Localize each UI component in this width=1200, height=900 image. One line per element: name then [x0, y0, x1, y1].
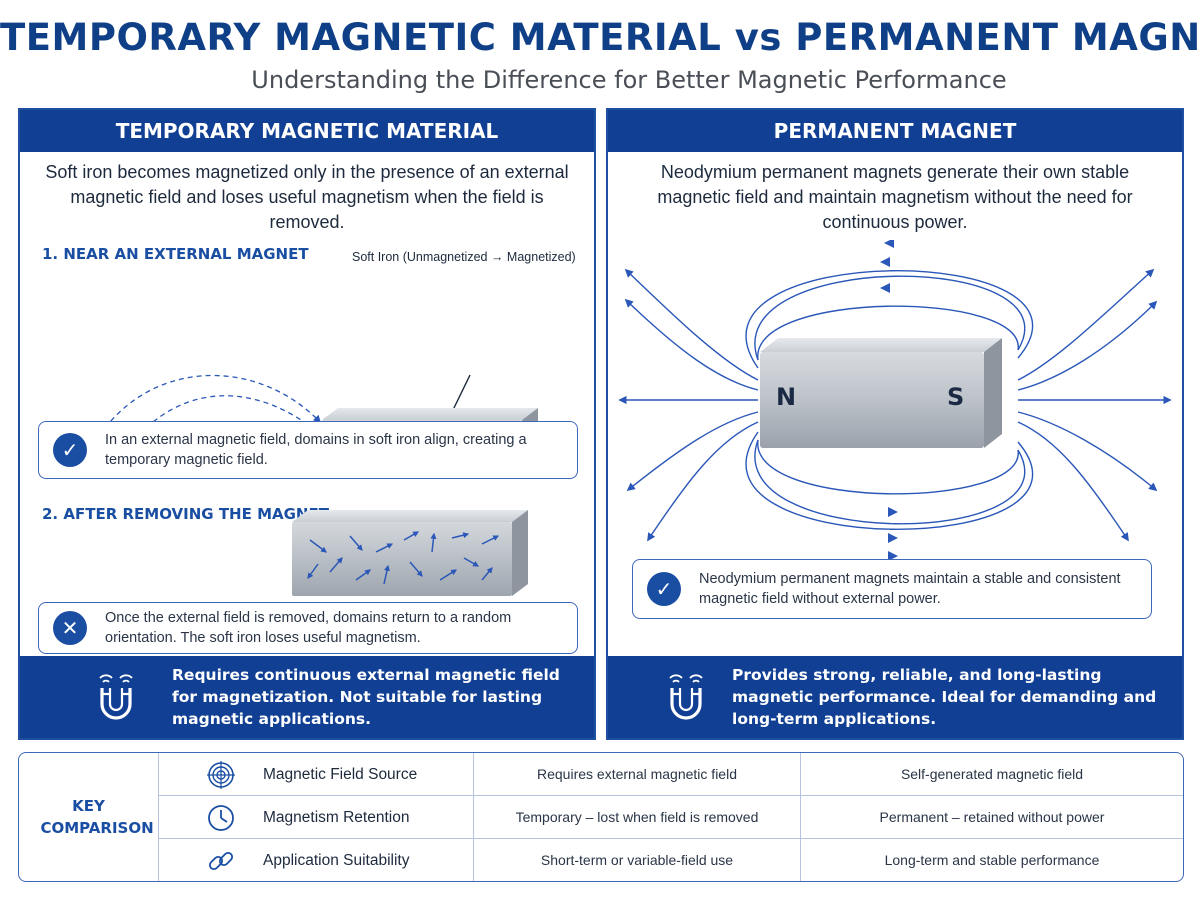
comparison-row-field-source: Magnetic Field Source Requires external …	[159, 753, 1183, 796]
comparison-row-label: Magnetism Retention	[263, 809, 410, 826]
neodymium-magnet-block	[760, 338, 1002, 448]
comparison-cell-temporary: Requires external magnetic field	[473, 753, 801, 796]
magnetization-diagram	[51, 374, 538, 430]
step2-label: 2. AFTER REMOVING THE MAGNET	[42, 505, 329, 523]
step1-note: ✓ In an external magnetic field, domains…	[38, 421, 578, 479]
permanent-panel-footer: Provides strong, reliable, and long-last…	[608, 656, 1182, 738]
check-icon: ✓	[647, 572, 681, 606]
random-domain-arrows	[307, 531, 500, 585]
permanent-field-diagram	[618, 240, 1172, 561]
comparison-row-label: Application Suitability	[263, 852, 410, 869]
demagnetized-iron-diagram	[292, 510, 528, 596]
subtitle: Understanding the Difference for Better …	[251, 66, 1007, 94]
temporary-panel-header: TEMPORARY MAGNETIC MATERIAL	[20, 110, 594, 152]
comparison-row-label: Magnetic Field Source	[263, 766, 418, 783]
comparison-cell-permanent: Permanent – retained without power	[879, 809, 1105, 825]
comparison-cell-permanent: Long-term and stable performance	[884, 852, 1100, 868]
main-title: TEMPORARY MAGNETIC MATERIAL vs PERMANENT…	[0, 16, 1200, 59]
external-magnet-north-label: N	[66, 322, 85, 347]
comparison-cell-temporary: Temporary – lost when field is removed	[473, 796, 801, 839]
permanent-note: ✓ Neodymium permanent magnets maintain a…	[632, 559, 1152, 619]
step2-note-text: Once the external field is removed, doma…	[105, 610, 512, 646]
soft-iron-callout: Soft Iron (Unmagnetized → Magnetized)	[352, 250, 576, 264]
comparison-cell-temporary: Short-term or variable-field use	[473, 839, 801, 881]
link-icon	[208, 851, 234, 871]
callout-pointer	[451, 374, 471, 413]
permanent-description: Neodymium permanent magnets generate the…	[657, 162, 1133, 232]
permanent-south-label: S	[947, 383, 965, 411]
comparison-row-suitability: Application Suitability Short-term or va…	[159, 839, 1183, 881]
check-icon: ✓	[53, 433, 87, 467]
step1-label: 1. NEAR AN EXTERNAL MAGNET	[42, 245, 309, 263]
temporary-footer-text: Requires continuous external magnetic fi…	[172, 666, 560, 728]
comparison-title: KEY COMPARISON	[19, 753, 159, 881]
external-field-lines	[104, 374, 322, 430]
temporary-material-panel: TEMPORARY MAGNETIC MATERIAL Soft iron be…	[18, 108, 596, 740]
field-direction-arrowheads	[880, 240, 898, 561]
target-icon	[207, 761, 235, 789]
comparison-cell-permanent: Self-generated magnetic field	[900, 766, 1084, 782]
step2-note: ✕ Once the external field is removed, do…	[38, 602, 578, 654]
comparison-row-retention: Magnetism Retention Temporary – lost whe…	[159, 796, 1183, 839]
permanent-field-lines	[618, 268, 1172, 542]
magnet-icon	[669, 674, 703, 720]
comparison-title-text: KEY COMPARISON	[40, 797, 154, 837]
cross-icon: ✕	[53, 611, 87, 645]
soft-iron-block-demagnetized	[292, 510, 528, 596]
clock-icon	[208, 805, 234, 831]
permanent-panel-header: PERMANENT MAGNET	[608, 110, 1182, 152]
permanent-footer-text: Provides strong, reliable, and long-last…	[732, 666, 1157, 728]
magnet-icon	[99, 674, 133, 720]
permanent-note-text: Neodymium permanent magnets maintain a s…	[699, 571, 1121, 607]
permanent-magnet-panel: PERMANENT MAGNET Neodymium permanent mag…	[606, 108, 1184, 740]
temporary-description: Soft iron becomes magnetized only in the…	[45, 162, 569, 232]
temporary-panel-footer: Requires continuous external magnetic fi…	[20, 656, 594, 738]
permanent-north-label: N	[776, 383, 797, 411]
key-comparison-table: KEY COMPARISON Magnetic Field Source Req…	[18, 752, 1184, 882]
external-magnet-south-label: S	[182, 322, 198, 347]
step1-note-text: In an external magnetic field, domains i…	[105, 432, 527, 468]
